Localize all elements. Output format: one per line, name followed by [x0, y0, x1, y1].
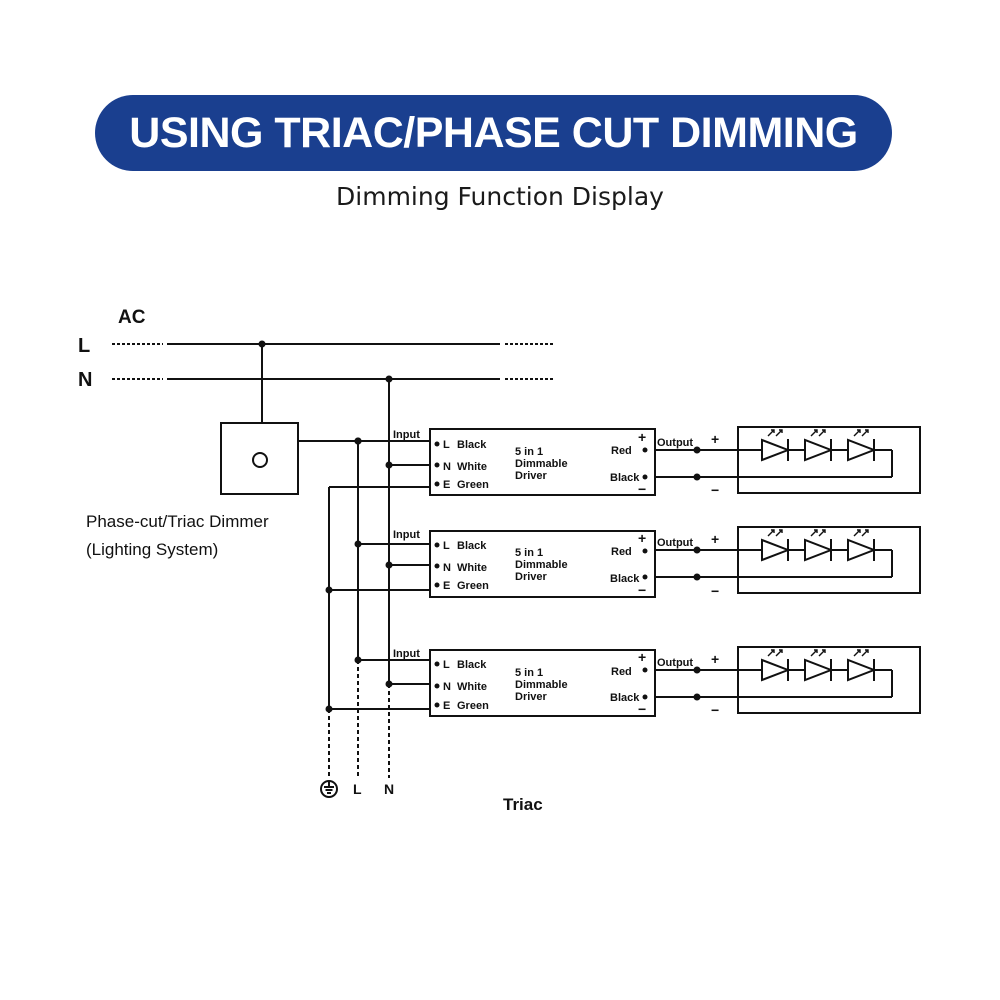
pin-e-label: E	[443, 479, 450, 491]
wire-l-label: Black	[457, 540, 487, 552]
driver-name: Driver	[515, 470, 548, 482]
mains-l-label: L	[78, 335, 90, 357]
output-label: Output	[657, 537, 693, 549]
driver-minus: −	[638, 701, 646, 717]
driver-box	[429, 649, 656, 717]
pin-n-label: N	[443, 681, 451, 693]
dimmer-system: (Lighting System)	[86, 540, 218, 559]
driver-plus: +	[638, 649, 646, 665]
input-label: Input	[393, 648, 420, 660]
wire-e-label: Green	[457, 580, 489, 592]
pin-l-label: L	[443, 439, 450, 451]
bottom-l-label: L	[353, 781, 362, 797]
ac-label: AC	[118, 307, 146, 328]
led-strip-box	[737, 426, 921, 494]
driver-box	[429, 428, 656, 496]
output-label: Output	[657, 437, 693, 449]
output-black-label: Black	[610, 472, 640, 484]
wire-n-label: White	[457, 681, 487, 693]
led-icon	[761, 429, 791, 462]
output-red-label: Red	[611, 666, 632, 678]
driver-unit-2: Input L Black N White E Green 5 in 1 Dim…	[325, 526, 921, 599]
wire-e-label: Green	[457, 479, 489, 491]
driver-name: Dimmable	[515, 559, 568, 571]
wire-l-label: Black	[457, 659, 487, 671]
pin-l-label: L	[443, 659, 450, 671]
output-red-label: Red	[611, 445, 632, 457]
driver-name: 5 in 1	[515, 667, 543, 679]
led-plus: +	[711, 431, 719, 447]
led-strip-box	[737, 526, 921, 594]
title-banner: USING TRIAC/PHASE CUT DIMMING	[95, 95, 892, 171]
driver-name: 5 in 1	[515, 446, 543, 458]
led-icon	[847, 529, 877, 562]
led-icon	[804, 649, 834, 682]
output-black-label: Black	[610, 692, 640, 704]
pin-n-label: N	[443, 562, 451, 574]
driver-minus: −	[638, 582, 646, 598]
driver-name: Dimmable	[515, 458, 568, 470]
pin-e-label: E	[443, 700, 450, 712]
led-icon	[804, 429, 834, 462]
led-plus: +	[711, 651, 719, 667]
input-label: Input	[393, 529, 420, 541]
led-icon	[761, 649, 791, 682]
pin-e-label: E	[443, 580, 450, 592]
driver-name: 5 in 1	[515, 547, 543, 559]
triac-caption: Triac	[503, 795, 543, 814]
mains-n-label: N	[78, 369, 92, 391]
driver-plus: +	[638, 429, 646, 445]
led-minus: −	[711, 482, 719, 498]
driver-name: Driver	[515, 691, 548, 703]
driver-unit-1: Input L Black N White E Green 5 in 1 Dim…	[354, 426, 921, 498]
pin-n-label: N	[443, 461, 451, 473]
dimmer-name: Phase-cut/Triac Dimmer	[86, 512, 269, 531]
ground-icon	[320, 780, 338, 798]
led-minus: −	[711, 702, 719, 718]
driver-name: Dimmable	[515, 679, 568, 691]
dimmer-box	[220, 422, 299, 495]
wire-e-label: Green	[457, 700, 489, 712]
page-subtitle: Dimming Function Display	[336, 182, 664, 211]
led-plus: +	[711, 531, 719, 547]
page-title: USING TRIAC/PHASE CUT DIMMING	[129, 108, 858, 157]
wire-n-label: White	[457, 562, 487, 574]
driver-unit-3: Input L Black N White E Green 5 in 1 Dim…	[325, 646, 921, 718]
wire-n-label: White	[457, 461, 487, 473]
output-label: Output	[657, 657, 693, 669]
output-red-label: Red	[611, 546, 632, 558]
led-icon	[847, 429, 877, 462]
driver-box	[429, 530, 656, 598]
wire-l-label: Black	[457, 439, 487, 451]
driver-plus: +	[638, 530, 646, 546]
led-icon	[847, 649, 877, 682]
pin-l-label: L	[443, 540, 450, 552]
dimmer-knob-icon	[252, 452, 268, 468]
driver-name: Driver	[515, 571, 548, 583]
led-icon	[804, 529, 834, 562]
led-minus: −	[711, 583, 719, 599]
led-icon	[761, 529, 791, 562]
input-label: Input	[393, 429, 420, 441]
bottom-n-label: N	[384, 781, 394, 797]
output-black-label: Black	[610, 573, 640, 585]
led-strip-box	[737, 646, 921, 714]
driver-minus: −	[638, 481, 646, 497]
